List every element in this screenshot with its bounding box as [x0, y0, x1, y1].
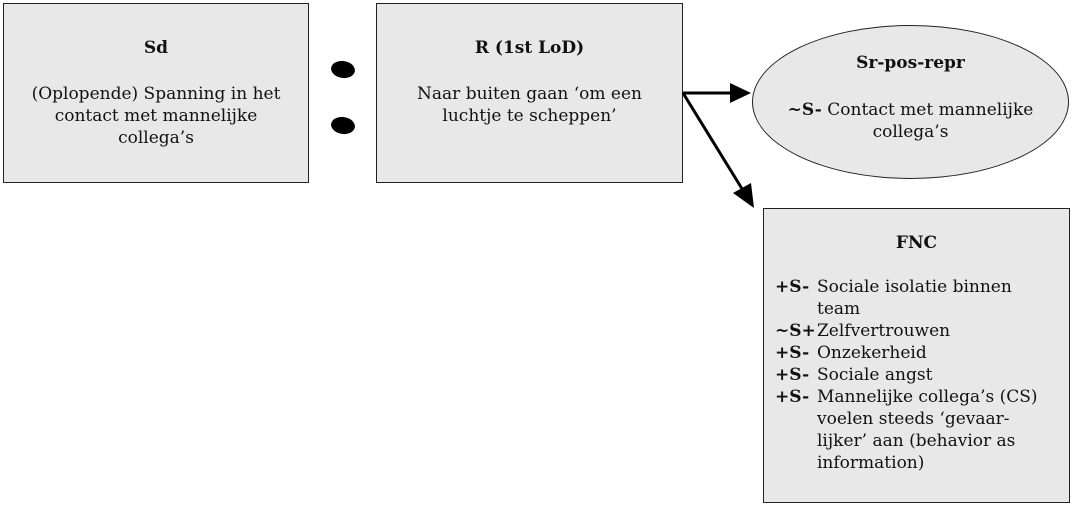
sr-code: ~S- — [787, 100, 822, 120]
sd-line: (Oplopende) Spanning in het — [31, 84, 281, 104]
fnc-line: lijker’ aan (behavior as — [817, 431, 1016, 451]
fnc-line: Sociale isolatie binnen — [817, 277, 1012, 297]
fnc-item: +S- Sociale angst — [775, 364, 1061, 386]
sr-line: ~S- Contact met mannelijke — [773, 99, 1048, 121]
fnc-text: Mannelijke collega’s (CS) voelen steeds … — [817, 386, 1061, 474]
fnc-line: Sociale angst — [817, 365, 933, 385]
fnc-code: +S- — [775, 277, 810, 297]
response-box: R (1st LoD) Naar buiten gaan ‘om een luc… — [376, 3, 683, 183]
fnc-item: +S- Onzekerheid — [775, 342, 1061, 364]
fnc-line: voelen steeds ‘gevaar- — [817, 409, 1010, 429]
fnc-title: FNC — [895, 233, 938, 253]
sd-title: Sd — [143, 38, 169, 58]
fnc-code: +S- — [775, 343, 810, 363]
response-title: R (1st LoD) — [474, 38, 585, 58]
fnc-text: Sociale angst — [817, 364, 1061, 386]
sr-line-text: Contact met mannelijke — [827, 100, 1034, 120]
sd-line: contact met mannelijke — [54, 106, 258, 126]
fnc-code: +S- — [775, 365, 810, 385]
fnc-text: Onzekerheid — [817, 342, 1061, 364]
sr-body: ~S- Contact met mannelijke collega’s — [773, 99, 1048, 143]
fnc-item: ~S+ Zelfvertrouwen — [775, 320, 1061, 342]
response-body: Naar buiten gaan ‘om een luchtje te sche… — [385, 83, 674, 127]
fnc-code: +S- — [775, 387, 810, 407]
arrow-to-ellipse-head — [730, 83, 751, 103]
sr-line: collega’s — [872, 122, 949, 142]
sr-title: Sr-pos-repr — [856, 53, 965, 73]
sd-line: collega’s — [118, 128, 194, 148]
fnc-line: Onzekerheid — [817, 343, 927, 363]
sd-body: (Oplopende) Spanning in het contact met … — [12, 83, 300, 149]
sd-box: Sd (Oplopende) Spanning in het contact m… — [3, 3, 309, 183]
fnc-text: Zelfvertrouwen — [817, 320, 1061, 342]
sr-pos-repr-ellipse: Sr-pos-repr ~S- Contact met mannelijke c… — [752, 25, 1069, 179]
fnc-line: team — [817, 299, 861, 319]
fnc-line: information) — [817, 453, 925, 473]
fnc-code: ~S+ — [775, 321, 816, 341]
fnc-item: +S- Sociale isolatie binnen team — [775, 276, 1061, 320]
fnc-text: Sociale isolatie binnen team — [817, 276, 1061, 320]
response-line: luchtje te scheppen’ — [442, 106, 617, 126]
fnc-list: +S- Sociale isolatie binnen team ~S+ Zel… — [775, 276, 1061, 474]
fnc-item: +S- Mannelijke collega’s (CS) voelen ste… — [775, 386, 1061, 474]
fnc-line: Mannelijke collega’s (CS) — [817, 387, 1038, 407]
arrow-to-fnc-head — [733, 183, 754, 208]
arrow-to-fnc-shaft — [681, 92, 746, 193]
response-line: Naar buiten gaan ‘om een — [417, 84, 642, 104]
fnc-box: FNC +S- Sociale isolatie binnen team ~S+… — [763, 208, 1070, 503]
fnc-line: Zelfvertrouwen — [817, 321, 951, 341]
